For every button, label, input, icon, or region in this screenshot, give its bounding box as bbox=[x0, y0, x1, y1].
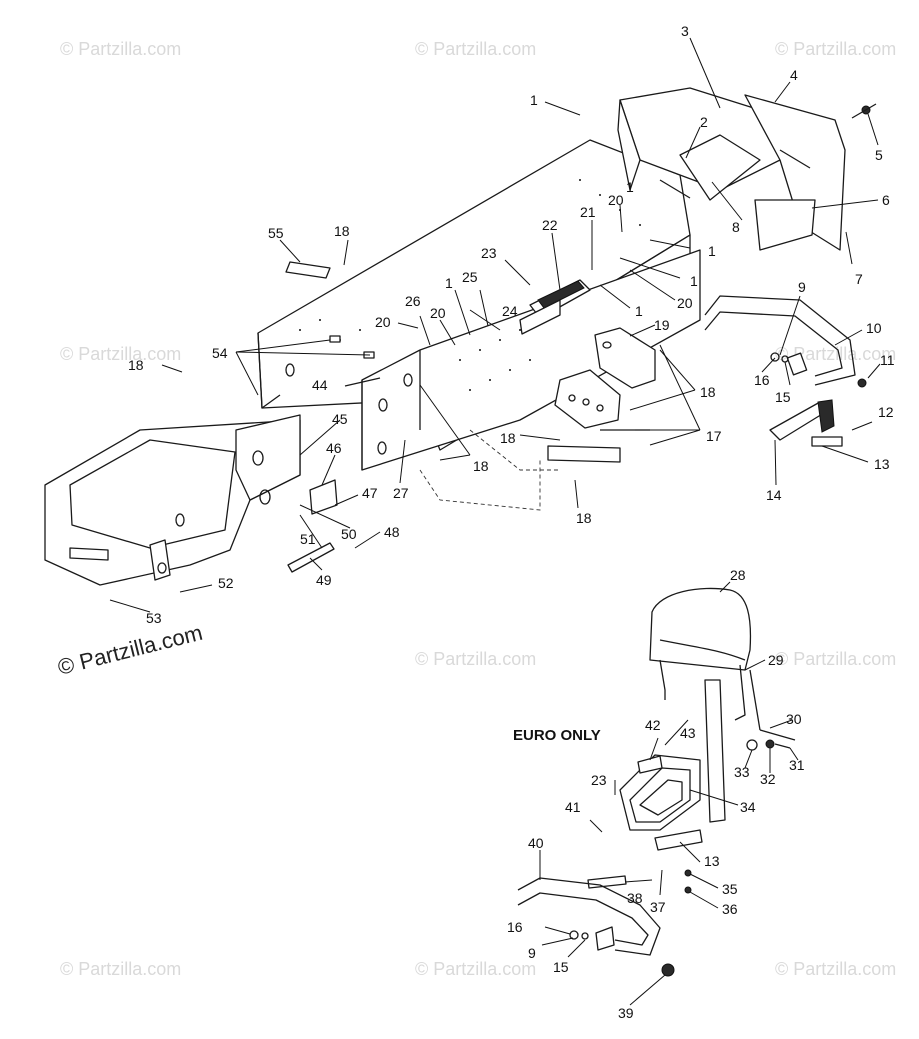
callout-17: 17 bbox=[706, 428, 722, 444]
callout-14: 14 bbox=[766, 487, 782, 503]
watermark: © Partzilla.com bbox=[60, 959, 181, 979]
callout-12: 12 bbox=[878, 404, 894, 420]
callout-18: 18 bbox=[334, 223, 350, 239]
callout-43: 43 bbox=[680, 725, 696, 741]
callout-50: 50 bbox=[341, 526, 357, 542]
callout-42: 42 bbox=[645, 717, 661, 733]
callout-20: 20 bbox=[375, 314, 391, 330]
watermark: © Partzilla.com bbox=[775, 344, 896, 364]
callout-6: 6 bbox=[882, 192, 890, 208]
callout-leaders bbox=[109, 37, 881, 1006]
callout-1: 1 bbox=[708, 243, 716, 259]
watermark: © Partzilla.com bbox=[60, 344, 181, 364]
backrest-assembly bbox=[587, 587, 796, 894]
watermark-layer: © Partzilla.com © Partzilla.com © Partzi… bbox=[55, 39, 896, 979]
callout-18: 18 bbox=[700, 384, 716, 400]
callout-52: 52 bbox=[218, 575, 234, 591]
callout-55: 55 bbox=[268, 225, 284, 241]
callout-8: 8 bbox=[732, 219, 740, 235]
rear-bumper-assembly bbox=[617, 87, 877, 251]
callout-39: 39 bbox=[618, 1005, 634, 1021]
callout-9: 9 bbox=[798, 279, 806, 295]
callout-26: 26 bbox=[405, 293, 421, 309]
callout-25: 25 bbox=[462, 269, 478, 285]
watermark: © Partzilla.com bbox=[60, 39, 181, 59]
callout-44: 44 bbox=[312, 377, 328, 393]
watermark-main: © Partzilla.com bbox=[55, 620, 205, 680]
callout-13: 13 bbox=[874, 456, 890, 472]
callout-51: 51 bbox=[300, 531, 316, 547]
watermark: © Partzilla.com bbox=[415, 959, 536, 979]
callout-23: 23 bbox=[481, 245, 497, 261]
callout-27: 27 bbox=[393, 485, 409, 501]
section-label-euro-only: EURO ONLY bbox=[513, 727, 601, 744]
callout-3: 3 bbox=[681, 23, 689, 39]
callout-49: 49 bbox=[316, 572, 332, 588]
callout-36: 36 bbox=[722, 901, 738, 917]
callout-37: 37 bbox=[650, 899, 666, 915]
callout-18: 18 bbox=[576, 510, 592, 526]
callout-20: 20 bbox=[608, 192, 624, 208]
callout-10: 10 bbox=[866, 320, 882, 336]
callout-13: 13 bbox=[704, 853, 720, 869]
callout-38: 38 bbox=[627, 890, 643, 906]
callout-18: 18 bbox=[500, 430, 516, 446]
callout-48: 48 bbox=[384, 524, 400, 540]
callout-45: 45 bbox=[332, 411, 348, 427]
callout-19: 19 bbox=[654, 317, 670, 333]
callout-34: 34 bbox=[740, 799, 756, 815]
watermark: © Partzilla.com bbox=[775, 649, 896, 669]
watermark: © Partzilla.com bbox=[775, 959, 896, 979]
callout-21: 21 bbox=[580, 204, 596, 220]
callout-labels: 1 1 1 1 1 1 2 3 4 5 6 7 8 9 9 10 11 12 1… bbox=[128, 23, 895, 1021]
callout-30: 30 bbox=[786, 711, 802, 727]
callout-15: 15 bbox=[553, 959, 569, 975]
callout-53: 53 bbox=[146, 610, 162, 626]
tunnel-frame bbox=[257, 139, 701, 511]
grab-handle-euro bbox=[517, 877, 675, 977]
callout-28: 28 bbox=[730, 567, 746, 583]
callout-15: 15 bbox=[775, 389, 791, 405]
callout-47: 47 bbox=[362, 485, 378, 501]
callout-32: 32 bbox=[760, 771, 776, 787]
callout-54: 54 bbox=[212, 345, 228, 361]
callout-16: 16 bbox=[507, 919, 523, 935]
callout-18: 18 bbox=[473, 458, 489, 474]
callout-1: 1 bbox=[530, 92, 538, 108]
callout-20: 20 bbox=[430, 305, 446, 321]
watermark: © Partzilla.com bbox=[415, 39, 536, 59]
callout-18: 18 bbox=[128, 357, 144, 373]
seat-base bbox=[44, 414, 338, 586]
callout-5: 5 bbox=[875, 147, 883, 163]
callout-24: 24 bbox=[502, 303, 518, 319]
tail-light bbox=[769, 399, 843, 447]
callout-23: 23 bbox=[591, 772, 607, 788]
watermark: © Partzilla.com bbox=[775, 39, 896, 59]
callout-16: 16 bbox=[754, 372, 770, 388]
callout-33: 33 bbox=[734, 764, 750, 780]
callout-29: 29 bbox=[768, 652, 784, 668]
snow-flap-bracket bbox=[547, 327, 656, 463]
callout-22: 22 bbox=[542, 217, 558, 233]
callout-7: 7 bbox=[855, 271, 863, 287]
callout-1: 1 bbox=[635, 303, 643, 319]
callout-35: 35 bbox=[722, 881, 738, 897]
callout-2: 2 bbox=[700, 114, 708, 130]
callout-20: 20 bbox=[677, 295, 693, 311]
callout-41: 41 bbox=[565, 799, 581, 815]
callout-31: 31 bbox=[789, 757, 805, 773]
grab-handle-right bbox=[704, 295, 867, 388]
callout-11: 11 bbox=[880, 352, 895, 368]
callout-1: 1 bbox=[445, 275, 453, 291]
callout-9: 9 bbox=[528, 945, 536, 961]
callout-4: 4 bbox=[790, 67, 798, 83]
callout-1: 1 bbox=[626, 179, 634, 195]
callout-1: 1 bbox=[690, 273, 698, 289]
watermark: © Partzilla.com bbox=[415, 649, 536, 669]
callout-40: 40 bbox=[528, 835, 544, 851]
callout-46: 46 bbox=[326, 440, 342, 456]
